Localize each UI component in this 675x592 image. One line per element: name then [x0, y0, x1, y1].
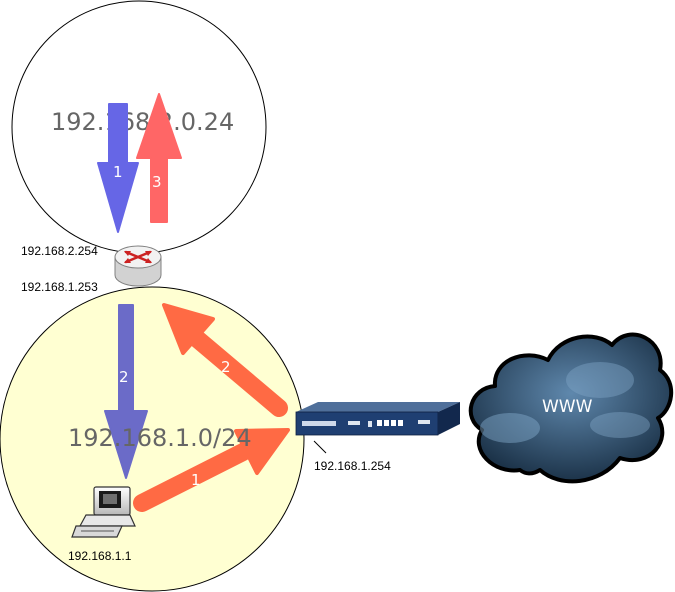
arrow-label-up-upper: 3 [152, 173, 162, 191]
router-lower-ip: 192.168.1.253 [21, 280, 98, 294]
arrow-down-lower [104, 304, 148, 479]
internet-cloud-icon [468, 332, 674, 484]
firewall-callout-line [313, 440, 327, 454]
router-upper-ip: 192.168.2.254 [21, 244, 98, 258]
internet-cloud-label: WWW [542, 397, 593, 417]
lower-network-label: 192.168.1.0/24 [68, 424, 252, 452]
pc-ip: 192.168.1.1 [68, 549, 132, 563]
arrow-down-upper [97, 103, 139, 233]
arrow-to-router [162, 303, 288, 417]
router-icon [114, 245, 162, 287]
arrow-label-to-router: 2 [221, 358, 231, 376]
arrow-label-down-lower: 2 [119, 368, 129, 386]
arrow-label-down-upper: 1 [113, 163, 123, 181]
upper-network-label: 192.168.2.0.24 [51, 108, 234, 136]
pc-icon [71, 486, 136, 538]
arrow-pc-to-firewall [133, 428, 290, 512]
firewall-ip: 192.168.1.254 [314, 459, 391, 473]
arrow-up-upper [136, 93, 182, 223]
firewall-icon [295, 402, 460, 436]
arrow-label-pc-to-firewall: 1 [191, 471, 201, 489]
